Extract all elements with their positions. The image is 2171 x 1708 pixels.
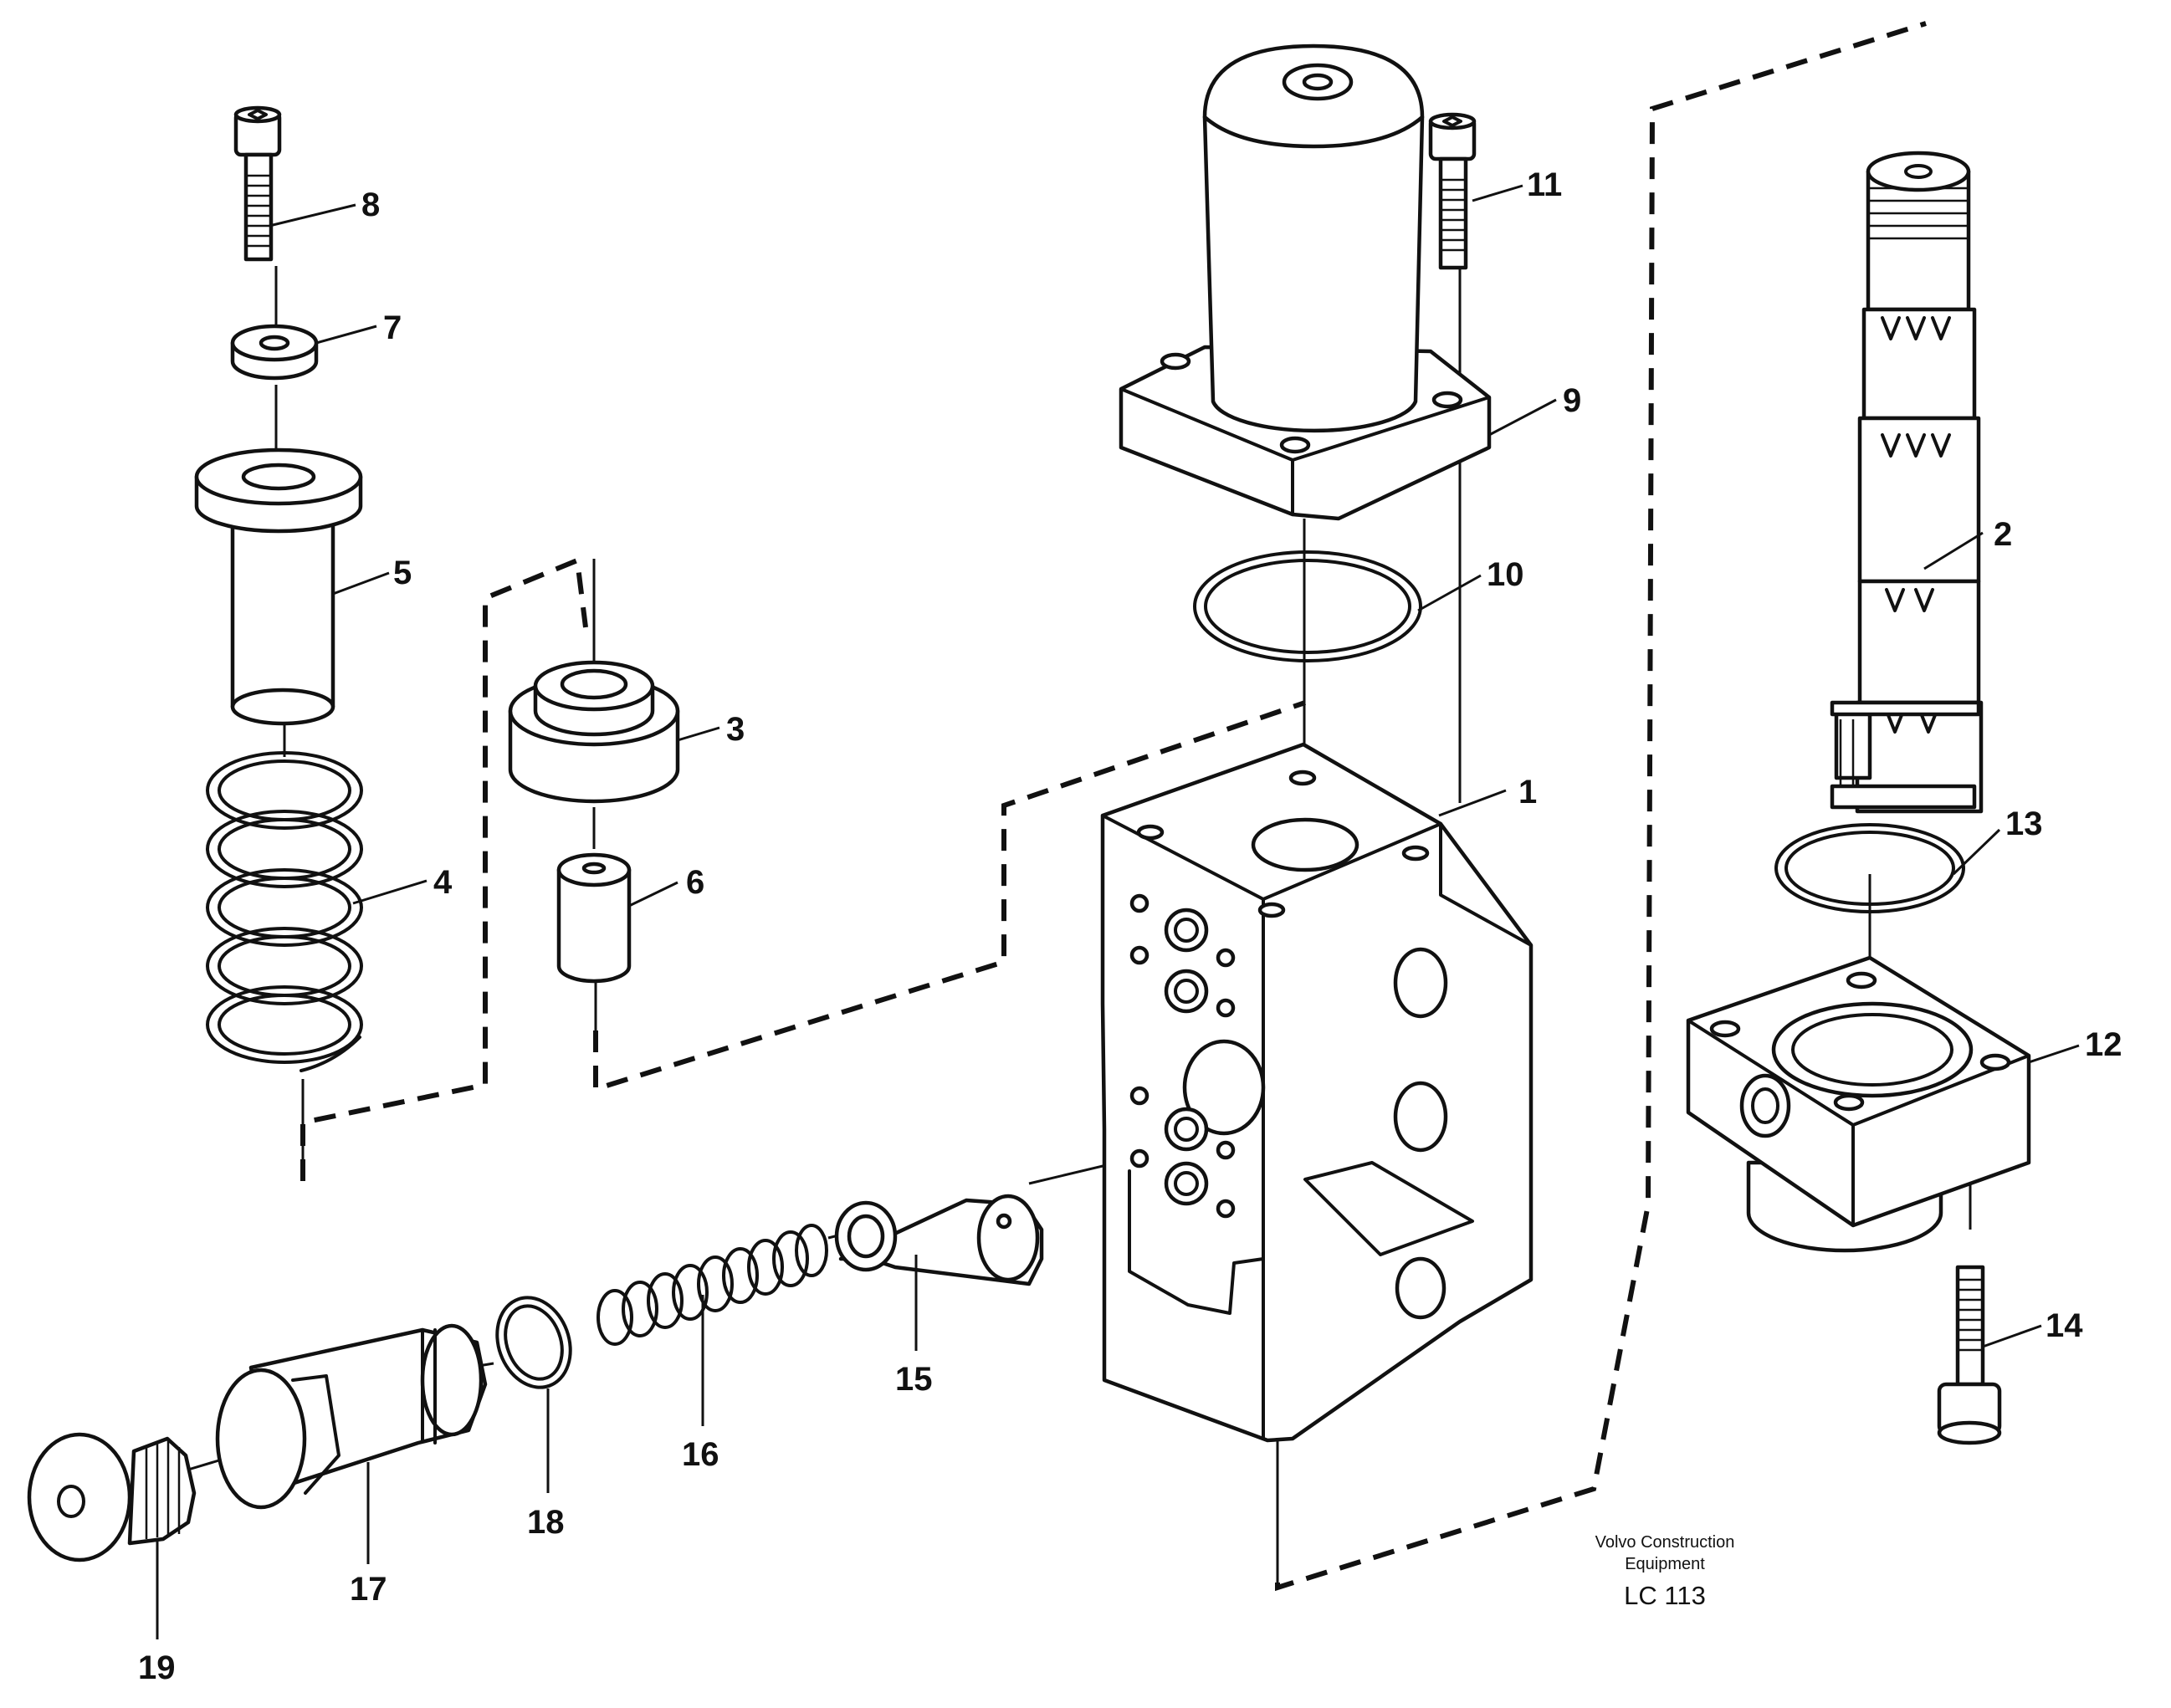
figure-code: LC 113: [1624, 1581, 1706, 1610]
part-8-cap-screw: [233, 105, 282, 262]
part-3-collar: [508, 660, 680, 804]
part-7-washer: [230, 324, 319, 381]
part-9-cover: [1119, 43, 1492, 521]
part-10-o-ring: [1193, 550, 1422, 662]
callout-18: 18: [527, 1504, 565, 1541]
callout-4: 4: [433, 864, 453, 901]
caption-line-2: Equipment: [1625, 1555, 1705, 1573]
part-17-piston: [215, 1323, 488, 1510]
part-1-valve-body: [1100, 742, 1534, 1443]
callout-6: 6: [686, 864, 704, 901]
callout-15: 15: [895, 1361, 933, 1398]
caption-line-1: Volvo Construction: [1595, 1533, 1735, 1552]
part-16-spring: [597, 1224, 828, 1346]
callout-10: 10: [1487, 556, 1524, 593]
callout-13: 13: [2005, 805, 2043, 842]
callout-17: 17: [350, 1571, 387, 1608]
callout-11: 11: [1527, 166, 1562, 203]
part-6-sleeve: [556, 852, 632, 984]
part-4-coil-spring: [206, 751, 363, 1072]
part-2-spool: [1830, 151, 1984, 814]
part-14-cap-screw: [1937, 1265, 2002, 1445]
callout-numbers: 1 2 3 4 5 6 7 8 9 10 11 12 13 14 15 16 1…: [138, 166, 2122, 1686]
caption-block: Volvo Construction Equipment LC 113: [1595, 1533, 1735, 1610]
callout-16: 16: [682, 1436, 719, 1473]
callout-2: 2: [1994, 516, 2012, 553]
part-5-spring-seat: [194, 447, 363, 726]
callout-19: 19: [138, 1649, 176, 1686]
part-18-o-ring: [495, 1296, 572, 1389]
callout-5: 5: [393, 555, 412, 591]
part-13-o-ring: [1774, 823, 1965, 913]
callout-12: 12: [2085, 1026, 2122, 1063]
callout-3: 3: [726, 711, 745, 748]
part-15-sleeve: [834, 1194, 1044, 1286]
part-19-plug: [27, 1432, 197, 1562]
callout-leaders: [156, 184, 2080, 1639]
callout-7: 7: [383, 309, 402, 346]
callout-1: 1: [1518, 774, 1537, 811]
callout-14: 14: [2046, 1307, 2083, 1344]
callout-8: 8: [361, 187, 380, 223]
part-12-flange: [1686, 955, 2031, 1253]
callout-9: 9: [1563, 382, 1581, 419]
part-11-cap-screw: [1428, 112, 1477, 270]
